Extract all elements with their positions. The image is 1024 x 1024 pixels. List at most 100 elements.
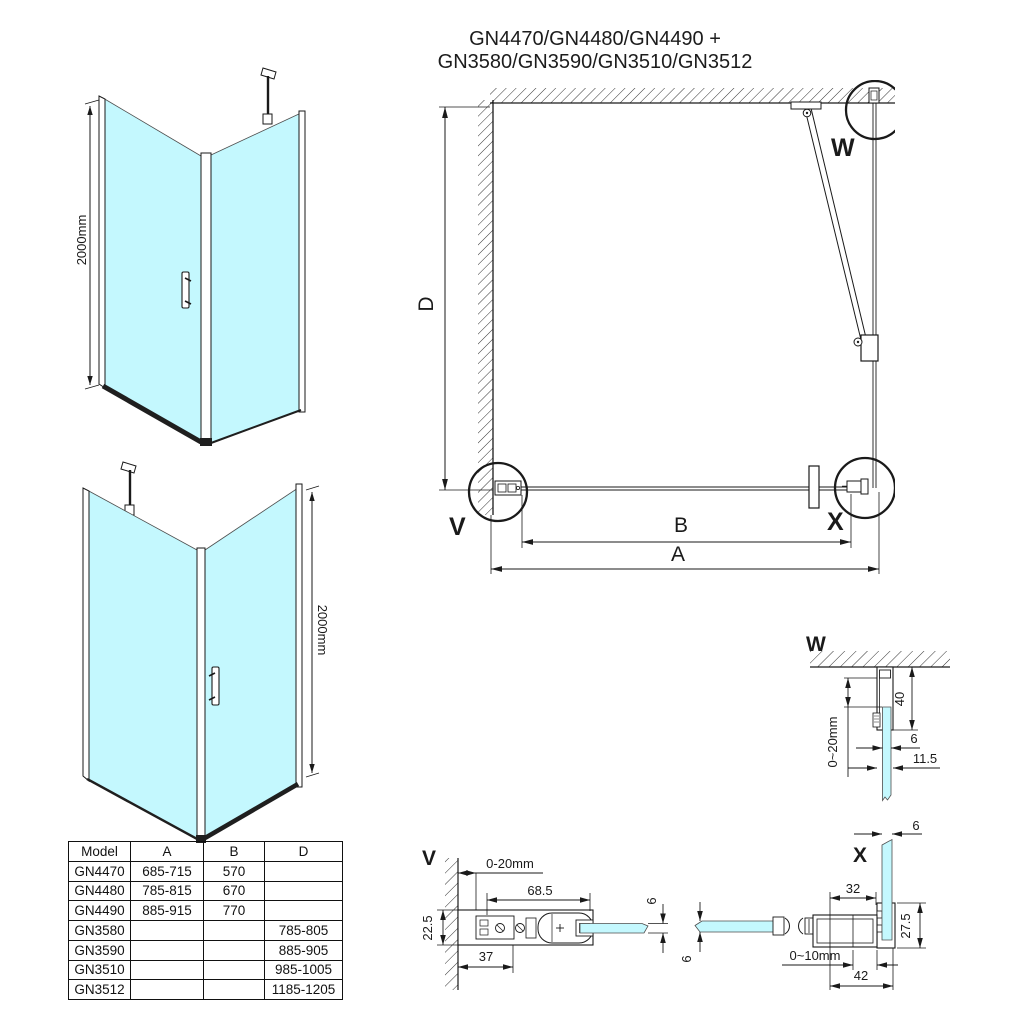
- table-header-row: Model A B D: [68, 841, 343, 862]
- cell-b: [203, 979, 265, 1000]
- dim-6-label: 6: [644, 897, 659, 904]
- dimension-6: 6: [856, 731, 920, 751]
- dimension-32: 32: [829, 881, 877, 915]
- table-row: GN3590 885-905: [68, 939, 343, 961]
- dim-6-top-label: 6: [912, 818, 919, 833]
- dim-adjust-label: 0~10mm: [790, 948, 841, 963]
- door-handle: [208, 666, 220, 706]
- dimension-6-left: 6: [679, 902, 703, 963]
- detail-x-label: X: [853, 844, 867, 867]
- ceiling-support-rod: [260, 67, 277, 125]
- dim-40-label: 40: [892, 692, 907, 706]
- center-post: [196, 547, 206, 843]
- dimension-27-5: 27.5: [897, 902, 926, 949]
- cell-model: GN3510: [68, 959, 131, 981]
- detail-circle-w: [844, 80, 895, 141]
- top-wall: [490, 88, 895, 104]
- cell-model: GN3512: [68, 979, 131, 1000]
- dimension-22-5: 22.5: [420, 909, 460, 946]
- dim-6-label: 6: [910, 731, 917, 746]
- dim-27-5-label: 27.5: [898, 913, 913, 938]
- dimension-adjust: 0~10mm: [782, 948, 898, 970]
- cell-d: 785-805: [264, 920, 343, 941]
- dimension-40: 40: [892, 666, 918, 731]
- table-row: GN4490 885-915 770: [68, 900, 343, 921]
- dim-6-left-label: 6: [679, 955, 694, 962]
- wall-profile-assembly: [457, 909, 594, 946]
- height-dimension: 2000mm: [74, 99, 100, 390]
- dim-11-5-label: 11.5: [913, 751, 937, 766]
- side-panel: [82, 487, 198, 841]
- dimension-68-5: 68.5: [486, 883, 591, 915]
- dim-22-5-label: 22.5: [420, 915, 435, 940]
- door-handle-plan: [808, 465, 820, 509]
- wall: [445, 858, 459, 990]
- cell-b: 770: [203, 900, 265, 921]
- glass-door-section: [579, 923, 649, 934]
- cell-a: [130, 959, 204, 981]
- table-row: GN3510 985-1005: [68, 959, 343, 981]
- cell-a: [130, 920, 204, 941]
- iso-view-top: 2000mm: [74, 67, 306, 446]
- height-dimension: 2000mm: [305, 485, 330, 778]
- dim-42-label: 42: [854, 968, 868, 983]
- plan-label-x: X: [827, 508, 844, 536]
- pivot-hinge-x: [842, 478, 869, 495]
- dimension-6: 6: [644, 897, 668, 953]
- door-panel: [203, 483, 303, 840]
- detail-circles: [467, 80, 895, 523]
- dim-68-5-label: 68.5: [527, 883, 552, 898]
- plan-label-v: V: [449, 513, 466, 541]
- detail-v: V 0-20mm 68.5 22.5: [420, 847, 668, 990]
- dim-gap-label: 0~20mm: [825, 717, 840, 768]
- door-line: [501, 486, 867, 491]
- dimension-6-top: 6: [854, 818, 922, 837]
- cell-model: GN4480: [68, 880, 131, 902]
- dim-d-label: D: [415, 296, 438, 311]
- col-header-model: Model: [68, 841, 131, 862]
- horizontal-profile: [812, 914, 878, 948]
- page-title: GN4470/GN4480/GN4490 + GN3580/GN3590/GN3…: [437, 28, 753, 73]
- cell-d: 1185-1205: [264, 979, 343, 1000]
- cell-b: 570: [203, 860, 265, 882]
- dimension-37: 37: [458, 945, 514, 973]
- col-header-a: A: [130, 841, 204, 862]
- height-label: 2000mm: [315, 605, 330, 656]
- cell-model: GN3580: [68, 920, 131, 941]
- fixed-glass-section: [881, 838, 893, 941]
- cell-b: [203, 939, 265, 961]
- spec-table: Model A B D GN4470 685-715 570 GN4480 78…: [68, 841, 343, 1000]
- cell-b: [203, 920, 265, 941]
- dimension-42: 42: [829, 947, 894, 990]
- dim-32-label: 32: [846, 881, 860, 896]
- table-row: GN3512 1185-1205: [68, 979, 343, 1000]
- center-post: [200, 152, 212, 446]
- cell-d: [264, 880, 343, 902]
- dim-b-label: B: [674, 514, 688, 537]
- cell-b: [203, 959, 265, 981]
- ceiling: [810, 651, 950, 668]
- plan-label-w: W: [831, 134, 855, 162]
- cell-d: 985-1005: [264, 959, 343, 981]
- dimension-D: D: [415, 106, 493, 491]
- dimension-B: B: [521, 494, 852, 548]
- detail-x: X 6 6 32 27.5: [679, 818, 926, 990]
- cell-d: [264, 860, 343, 882]
- support-brace: [790, 101, 879, 362]
- dimension-A: A: [490, 492, 880, 574]
- dimension-11-5: 11.5: [848, 751, 940, 771]
- side-panel: [210, 110, 306, 444]
- door-panel: [98, 95, 203, 445]
- table-row: GN3580 785-805: [68, 920, 343, 941]
- cell-model: GN4470: [68, 860, 131, 882]
- dim-37-label: 37: [479, 949, 493, 964]
- left-wall: [478, 100, 494, 515]
- ceiling-support-rod: [120, 461, 137, 516]
- wall-profile-hinge-v: [494, 480, 522, 496]
- cell-d: [264, 900, 343, 921]
- table-row: GN4470 685-715 570: [68, 860, 343, 882]
- detail-circle-x: [833, 456, 895, 520]
- fixed-panel-glass-line: [868, 87, 880, 488]
- cell-a: [130, 979, 204, 1000]
